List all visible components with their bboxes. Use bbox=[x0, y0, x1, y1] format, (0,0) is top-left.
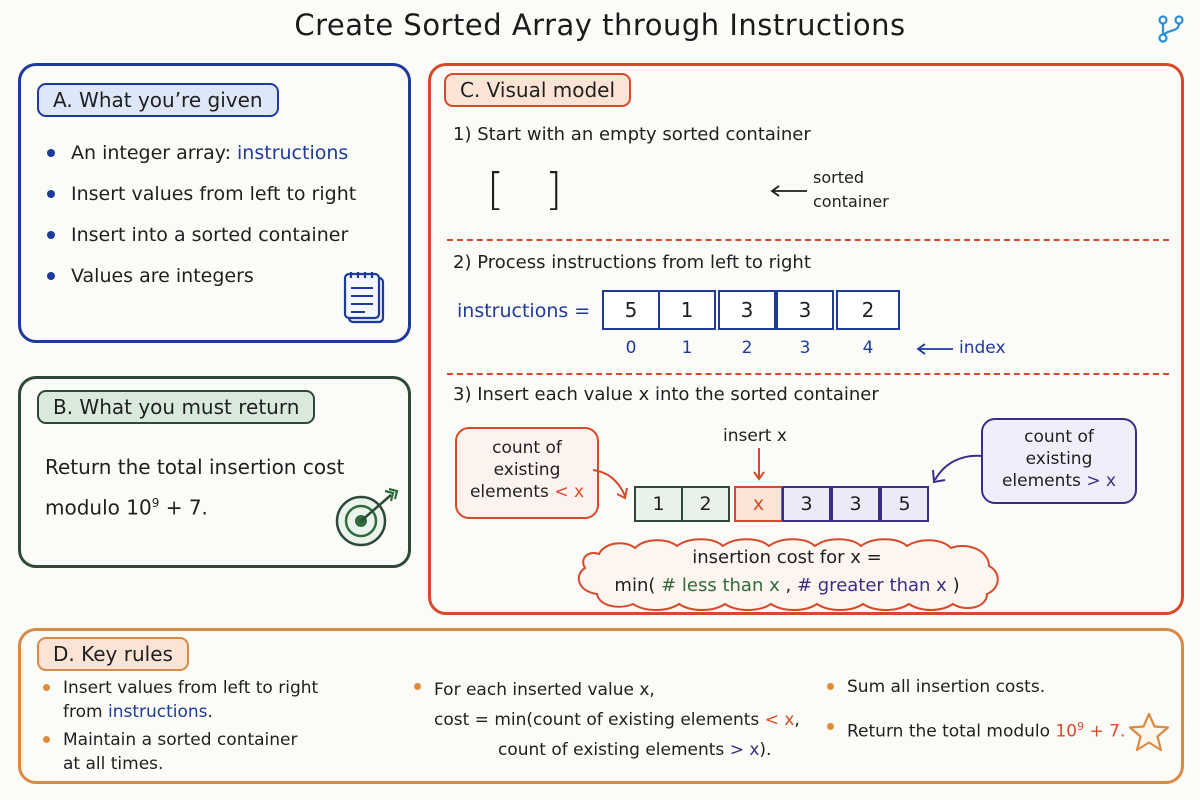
rule-insert-order: Insert values from left to right from in… bbox=[43, 676, 318, 724]
given-item-order: Insert values from left to right bbox=[43, 181, 356, 222]
index-caption: index bbox=[959, 338, 1006, 358]
branch-logo-icon bbox=[1158, 15, 1184, 43]
cloud-shape bbox=[577, 538, 999, 611]
step-2-label: 2) Process instructions from left to rig… bbox=[453, 252, 811, 273]
instructions-label: instructions = bbox=[457, 300, 591, 322]
panel-visual-model: C. Visual model 1) Start with an empty s… bbox=[428, 63, 1184, 615]
divider-2 bbox=[447, 373, 1169, 375]
index-label: 0 bbox=[625, 338, 637, 358]
sorted-cell: 3 bbox=[782, 486, 831, 522]
instruction-cell: 5 bbox=[602, 290, 660, 330]
sorted-cell-x: x bbox=[734, 486, 783, 522]
index-label: 3 bbox=[799, 338, 811, 358]
sorted-cell: 3 bbox=[831, 486, 880, 522]
sorted-container: 1 2 x 3 3 5 bbox=[634, 486, 930, 522]
sorted-cell: 2 bbox=[681, 486, 730, 522]
panel-key-rules: D. Key rules Insert values from left to … bbox=[18, 628, 1184, 784]
instruction-cell: 1 bbox=[658, 290, 716, 330]
index-label: 2 bbox=[741, 338, 753, 358]
panel-return: B. What you must return Return the total… bbox=[18, 376, 411, 568]
target-icon bbox=[335, 487, 399, 547]
return-tag: B. What you must return bbox=[37, 390, 316, 424]
given-item-integers: Values are integers bbox=[43, 263, 356, 304]
panel-given: A. What you’re given An integer array: i… bbox=[18, 63, 411, 343]
arrow-down-icon bbox=[753, 448, 765, 481]
cost-formula: min( # less than x , # greater than x ) bbox=[614, 575, 960, 596]
divider-1 bbox=[447, 239, 1169, 241]
less-count-bubble: count of existing elements < x bbox=[455, 427, 599, 519]
cost-line-1: insertion cost for x = bbox=[692, 547, 882, 568]
sorted-cell: 1 bbox=[634, 486, 683, 522]
visual-tag: C. Visual model bbox=[444, 73, 632, 107]
rule-return-modulo: Return the total modulo 109 + 7. bbox=[827, 715, 1125, 744]
given-list: An integer array: instructions Insert va… bbox=[43, 140, 356, 304]
instruction-cell: 3 bbox=[718, 290, 776, 330]
return-line-2: modulo 109 + 7. bbox=[45, 495, 208, 520]
rule-sum-costs: Sum all insertion costs. bbox=[827, 675, 1045, 699]
bracket-left: [ bbox=[487, 164, 505, 215]
given-tag: A. What you’re given bbox=[37, 83, 279, 117]
sorted-cell: 5 bbox=[880, 486, 929, 522]
notepad-icon bbox=[343, 272, 385, 324]
star-icon bbox=[1128, 712, 1170, 752]
rule-maintain-sorted: Maintain a sorted container at all times… bbox=[43, 728, 298, 776]
instructions-array: 5 1 3 3 2 0 1 2 3 4 bbox=[602, 290, 900, 362]
index-label: 4 bbox=[862, 338, 874, 358]
instruction-cell: 3 bbox=[776, 290, 834, 330]
greater-count-bubble: count of existing elements > x bbox=[981, 418, 1137, 504]
arrow-left-icon bbox=[770, 185, 807, 197]
page-title: Create Sorted Array through Instructions bbox=[294, 8, 906, 42]
curved-arrow-icon bbox=[592, 469, 628, 500]
return-line-1: Return the total insertion cost bbox=[45, 455, 345, 479]
bracket-right: ] bbox=[545, 164, 563, 215]
step-3-label: 3) Insert each value x into the sorted c… bbox=[453, 384, 879, 405]
rules-tag: D. Key rules bbox=[37, 637, 189, 671]
instruction-cell: 2 bbox=[836, 290, 900, 330]
step-1-label: 1) Start with an empty sorted container bbox=[453, 124, 811, 145]
insert-x-label: insert x bbox=[723, 426, 787, 446]
return-text: Return the total insertion cost modulo 1… bbox=[45, 449, 344, 526]
sorted-container-note: sorted container bbox=[813, 168, 889, 211]
rule-cost-formula: For each inserted value x, cost = min(co… bbox=[414, 675, 800, 765]
given-item-array: An integer array: instructions bbox=[43, 140, 356, 181]
index-label: 1 bbox=[681, 338, 693, 358]
given-item-container: Insert into a sorted container bbox=[43, 222, 356, 263]
arrow-left-icon bbox=[916, 343, 953, 355]
curved-arrow-icon bbox=[932, 454, 984, 484]
